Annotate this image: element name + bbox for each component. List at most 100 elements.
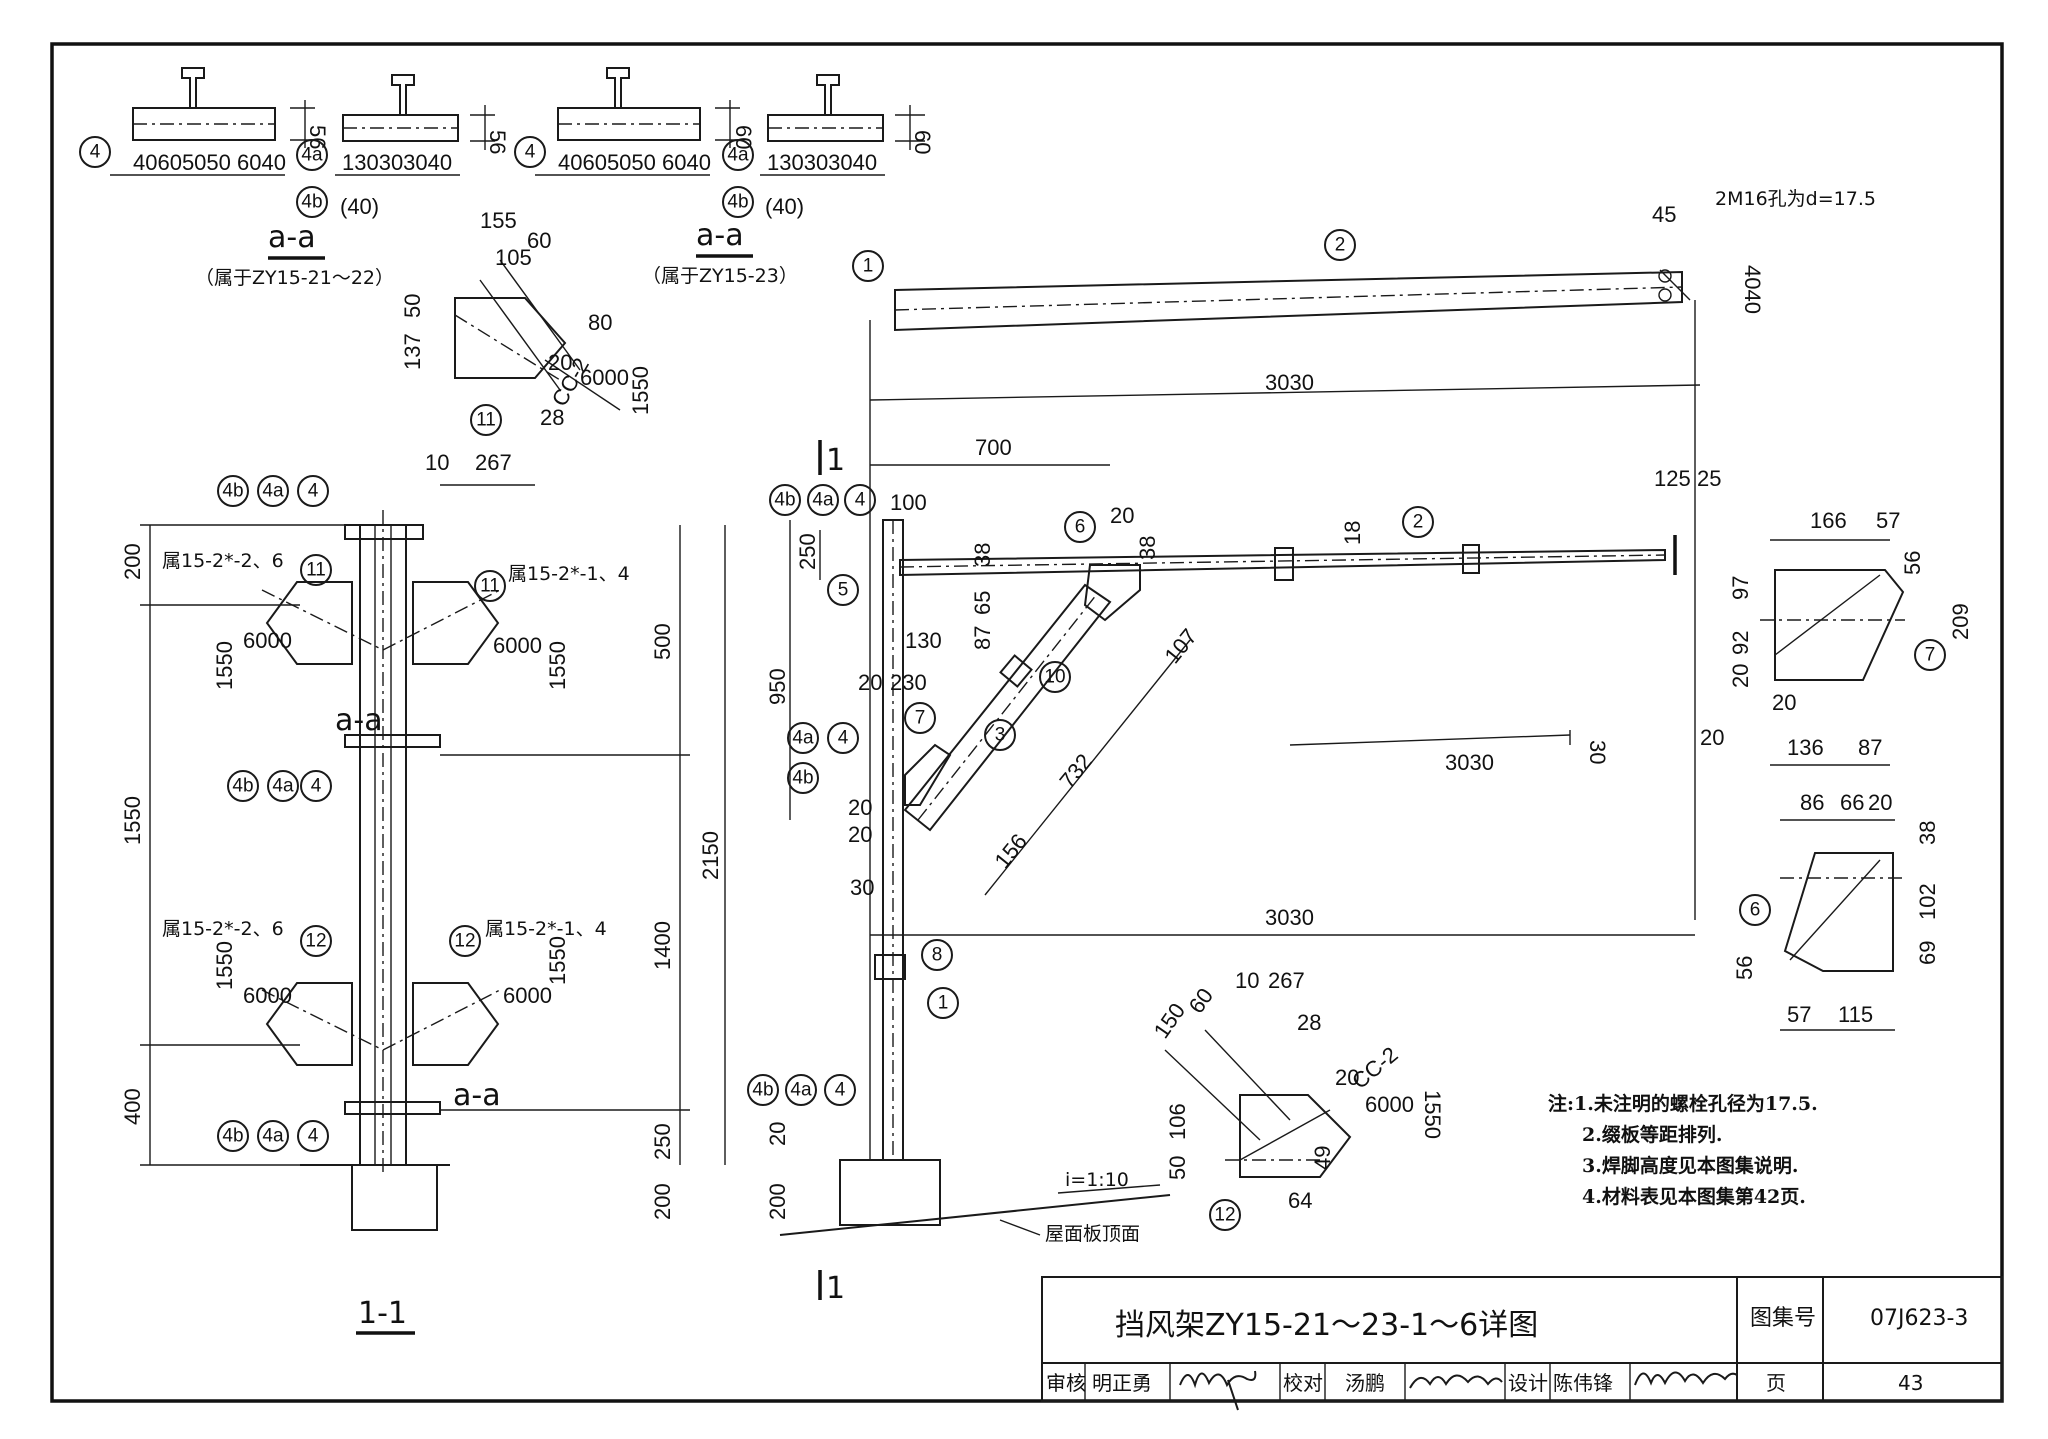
dim-20-g: 20 [548,350,572,375]
dim-1550-u2: 1550 [545,641,570,690]
cc2-12: CC-2 [1347,1042,1402,1094]
row-dims-b1: 130303040 [342,150,452,175]
detail-plate-12: 10 267 150 60 28 20 CC-2 6000 1550 106 5… [1149,968,1445,1231]
bubble-8: 8 [932,945,943,966]
dim-92: 92 [1728,631,1753,655]
checker-signature [1409,1374,1503,1389]
dim-125: 125 [1654,466,1691,491]
main-elevation: 2M16孔为d=17.5 45 4040 3030 700 100 125 25… [765,188,1876,1306]
bubble-4-m: 4 [311,776,322,797]
dim-250-e: 250 [795,533,820,570]
dim-1400: 1400 [650,921,675,970]
review-label: 审核 [1046,1371,1086,1395]
bubble-4b-e: 4b [774,490,795,511]
dim-10-12: 10 [1235,968,1259,993]
reviewer-signature [1179,1370,1257,1411]
dim-25: 25 [1697,466,1721,491]
bubble-7-e: 7 [915,708,926,729]
plate-section-a: 40605050 6040 [110,67,315,176]
bubble-4a-top1: 4a [301,145,323,166]
dim-1550-d1: 1550 [212,941,237,990]
bubble-4-e3: 4 [835,1080,846,1101]
dim-1550-u1: 1550 [212,641,237,690]
dim-20-e: 20 [1110,503,1134,528]
section-aa-left-sub: （属于ZY15-21～22） [195,267,394,289]
row-dims-a1: 40605050 6040 [133,150,286,175]
designer-signature [1634,1371,1738,1386]
dim-3030-top: 3030 [1265,370,1314,395]
detail-plate-7: 166 57 56 209 97 92 20 20 136 87 7 [1728,508,1973,766]
brace-3 [903,583,1112,832]
bubble-4b-top2: 4b [727,192,748,213]
dim-106: 106 [1165,1103,1190,1140]
bubble-2-e: 2 [1413,512,1424,533]
bubble-4b-m: 4b [232,776,253,797]
note-1: 注:1.未注明的螺栓孔径为17.5. [1548,1092,1818,1115]
dim-69: 69 [1915,941,1940,965]
dim-97: 97 [1728,576,1753,600]
bubble-4a-b: 4a [262,1126,284,1147]
row-dims-b2: 130303040 [767,150,877,175]
bubble-4b-top1: 4b [301,192,322,213]
bubble-4-top1: 4 [90,142,101,163]
bubble-4a-top2: 4a [727,145,749,166]
bubble-4b-b: 4b [222,1126,243,1147]
paren-40-right: (40) [765,194,804,219]
reviewer-name: 明正勇 [1092,1371,1152,1395]
gusset-6 [1083,564,1141,622]
dim-100: 100 [890,490,927,515]
dim-56-6: 56 [1732,956,1757,980]
dim-50-12: 50 [1165,1156,1190,1180]
dim-1550-12: 1550 [1420,1090,1445,1139]
dim-200-l: 200 [120,543,145,580]
bubble-11-g: 11 [476,410,496,431]
dim-102: 102 [1915,883,1940,920]
atlas-label: 图集号 [1750,1306,1816,1331]
bubble-7-detail: 7 [1925,645,1936,666]
design-label: 设计 [1508,1371,1548,1395]
bubble-4a-e2: 4a [792,728,814,749]
dim-38-e2: 38 [1135,536,1160,560]
dim-86: 86 [1800,790,1824,815]
dim-30: 30 [850,875,874,900]
dim-732: 732 [1054,749,1097,793]
bubble-4a-e3: 4a [790,1080,812,1101]
dim-6000-g: 6000 [580,365,629,390]
dim-136: 136 [1787,735,1824,760]
drawing-title: 挡风架ZY15-21～23-1～6详图 [1115,1308,1538,1343]
dim-60-g: 60 [527,228,551,253]
dim-57-6: 57 [1787,1002,1811,1027]
dim-56-7: 56 [1900,551,1925,575]
dim-1550-d2: 1550 [545,936,570,985]
cut-mark-top: 1 [826,443,845,478]
dim-115: 115 [1838,1002,1873,1027]
bubble-4-e2: 4 [838,728,849,749]
note-3: 3.焊脚高度见本图集说明. [1582,1154,1798,1177]
dim-155: 155 [480,208,517,233]
bubble-4b-e3: 4b [752,1080,773,1101]
dim-200-r: 200 [650,1183,675,1220]
plate-section-b: 130303040 (40) [335,74,495,219]
bubble-4-e: 4 [855,490,866,511]
dim-150: 150 [1149,998,1191,1042]
bubble-4b-e2: 4b [792,768,813,789]
dim-6000-u2: 6000 [493,633,542,658]
notes-block: 注:1.未注明的螺栓孔径为17.5. 2.缀板等距排列. 3.焊脚高度见本图集说… [1548,1092,1818,1208]
bubble-11-l: 11 [306,560,326,581]
dim-65: 65 [970,591,995,615]
paren-40-left: (40) [340,194,379,219]
bubble-4a: 4a [262,481,284,502]
cut-a-upper-l: a-a [335,703,383,738]
bubble-3: 3 [995,725,1006,746]
top-rail [894,270,1683,332]
bubble-12-r: 12 [454,931,475,952]
bubbles-section-1-1: 4b 4a 4 11 11 4b 4a 4 12 12 4b 4a 4 4 4a… [79,136,754,1152]
dim-267-12: 267 [1268,968,1305,993]
cut-a-lower-r: a-a [453,1078,501,1113]
dim-80: 80 [588,310,612,335]
dim-230: 230 [890,670,927,695]
note-2: 2.缀板等距排列. [1582,1123,1722,1146]
bolt-note: 2M16孔为d=17.5 [1715,188,1876,210]
dim-45: 45 [1652,202,1676,227]
